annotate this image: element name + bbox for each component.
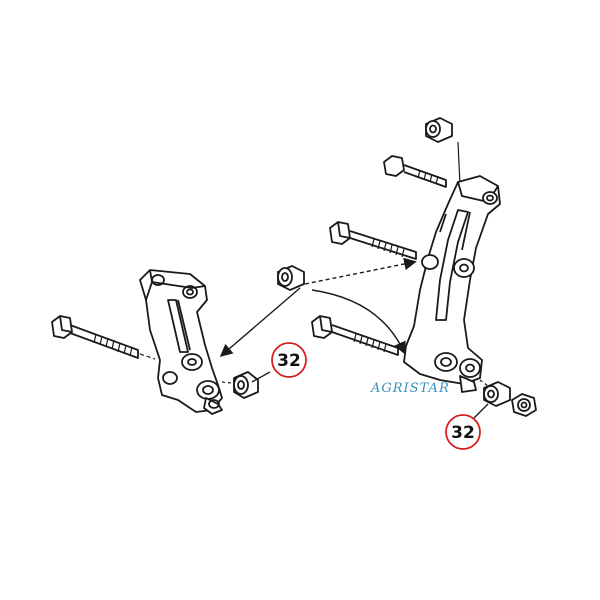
arrow-to-left-bracket: [219, 287, 301, 357]
left-bracket-assembly: [51, 269, 259, 415]
callout-label-right: 32: [451, 423, 475, 443]
callout-circle-right: [445, 414, 481, 450]
agristar-watermark: AGRISTAR: [370, 381, 450, 396]
right-top-bushing: [425, 117, 461, 186]
arrow-to-right-bottom: [311, 289, 406, 355]
callout-label-left: 32: [277, 351, 301, 371]
callout-right: 32: [445, 403, 489, 450]
right-nut: [511, 393, 537, 417]
right-bracket-assembly: [311, 117, 537, 417]
right-lower-bolt: [311, 315, 399, 356]
right-bracket: [403, 175, 501, 393]
right-top-bolt: [383, 155, 447, 188]
arrow-to-right-top: [304, 257, 417, 285]
left-bushing: [221, 371, 259, 399]
right-bushing: [483, 381, 511, 407]
spare-bushing: [277, 265, 305, 291]
right-upper-bolt: [329, 221, 417, 260]
callout-left: 32: [251, 342, 307, 383]
assembly-arrows: [219, 257, 417, 357]
left-bracket: [139, 269, 223, 415]
left-bolt: [51, 315, 156, 360]
callout-circle-left: [271, 342, 307, 378]
